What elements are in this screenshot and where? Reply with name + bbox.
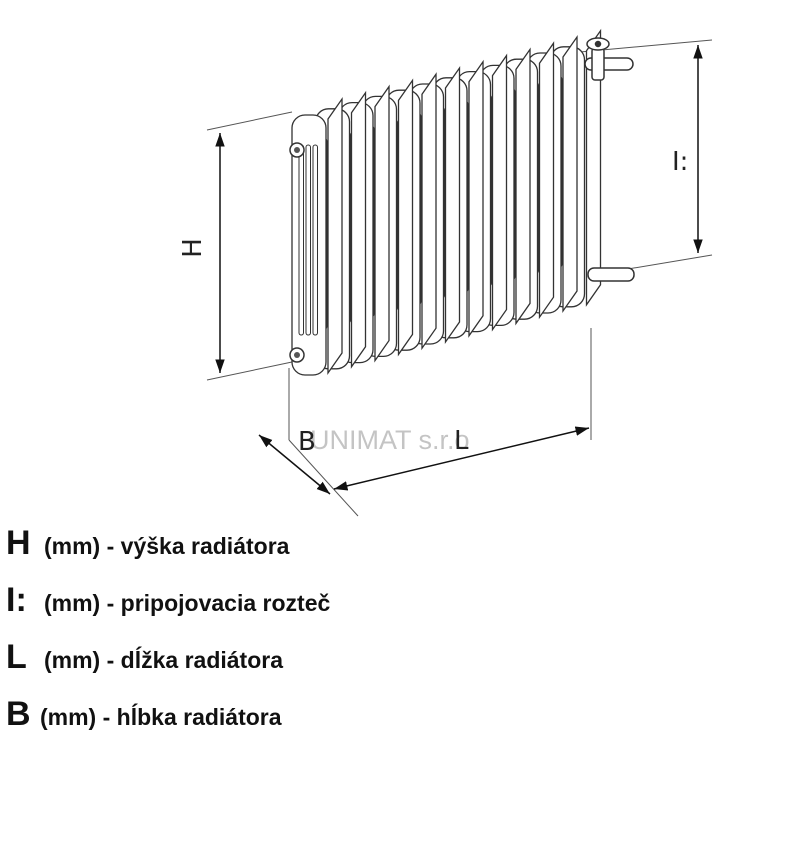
legend-description: (mm) - výška radiátora <box>44 533 290 559</box>
valve-icon <box>584 37 634 81</box>
legend-symbol: I: <box>6 581 27 619</box>
legend-symbol: B <box>6 695 31 733</box>
legend-description: (mm) - dĺžka radiátora <box>44 647 283 673</box>
bottom-pipe-icon <box>587 267 635 282</box>
radiator-dimension-diagram: UNIMAT s.r.o H I: L B <box>178 28 713 517</box>
legend-symbol: L <box>6 638 27 676</box>
legend-row-connection: I: (mm) - pripojovacia rozteč <box>6 581 706 638</box>
legend-symbol: H <box>6 524 31 562</box>
legend-row-height: H (mm) - výška radiátora <box>6 524 706 581</box>
connection-label: I: <box>672 147 688 177</box>
height-label: H <box>178 238 208 258</box>
legend-description: (mm) - pripojovacia rozteč <box>44 590 331 616</box>
length-label: L <box>454 426 469 456</box>
plug-center <box>294 352 300 358</box>
legend-description: (mm) - hĺbka radiátora <box>40 704 282 730</box>
depth-label: B <box>298 427 316 457</box>
plug-center <box>294 147 300 153</box>
legend-row-depth: B (mm) - hĺbka radiátora <box>6 695 706 752</box>
depth-dimension-arrow <box>258 434 331 495</box>
watermark-text: UNIMAT s.r.o <box>310 425 470 455</box>
legend-row-length: L (mm) - dĺžka radiátora <box>6 638 706 695</box>
length-dimension-arrow <box>333 426 590 491</box>
legend: H (mm) - výška radiátora I: (mm) - pripo… <box>6 524 706 752</box>
radiator-section <box>291 96 343 376</box>
radiator-illustration <box>289 28 602 376</box>
